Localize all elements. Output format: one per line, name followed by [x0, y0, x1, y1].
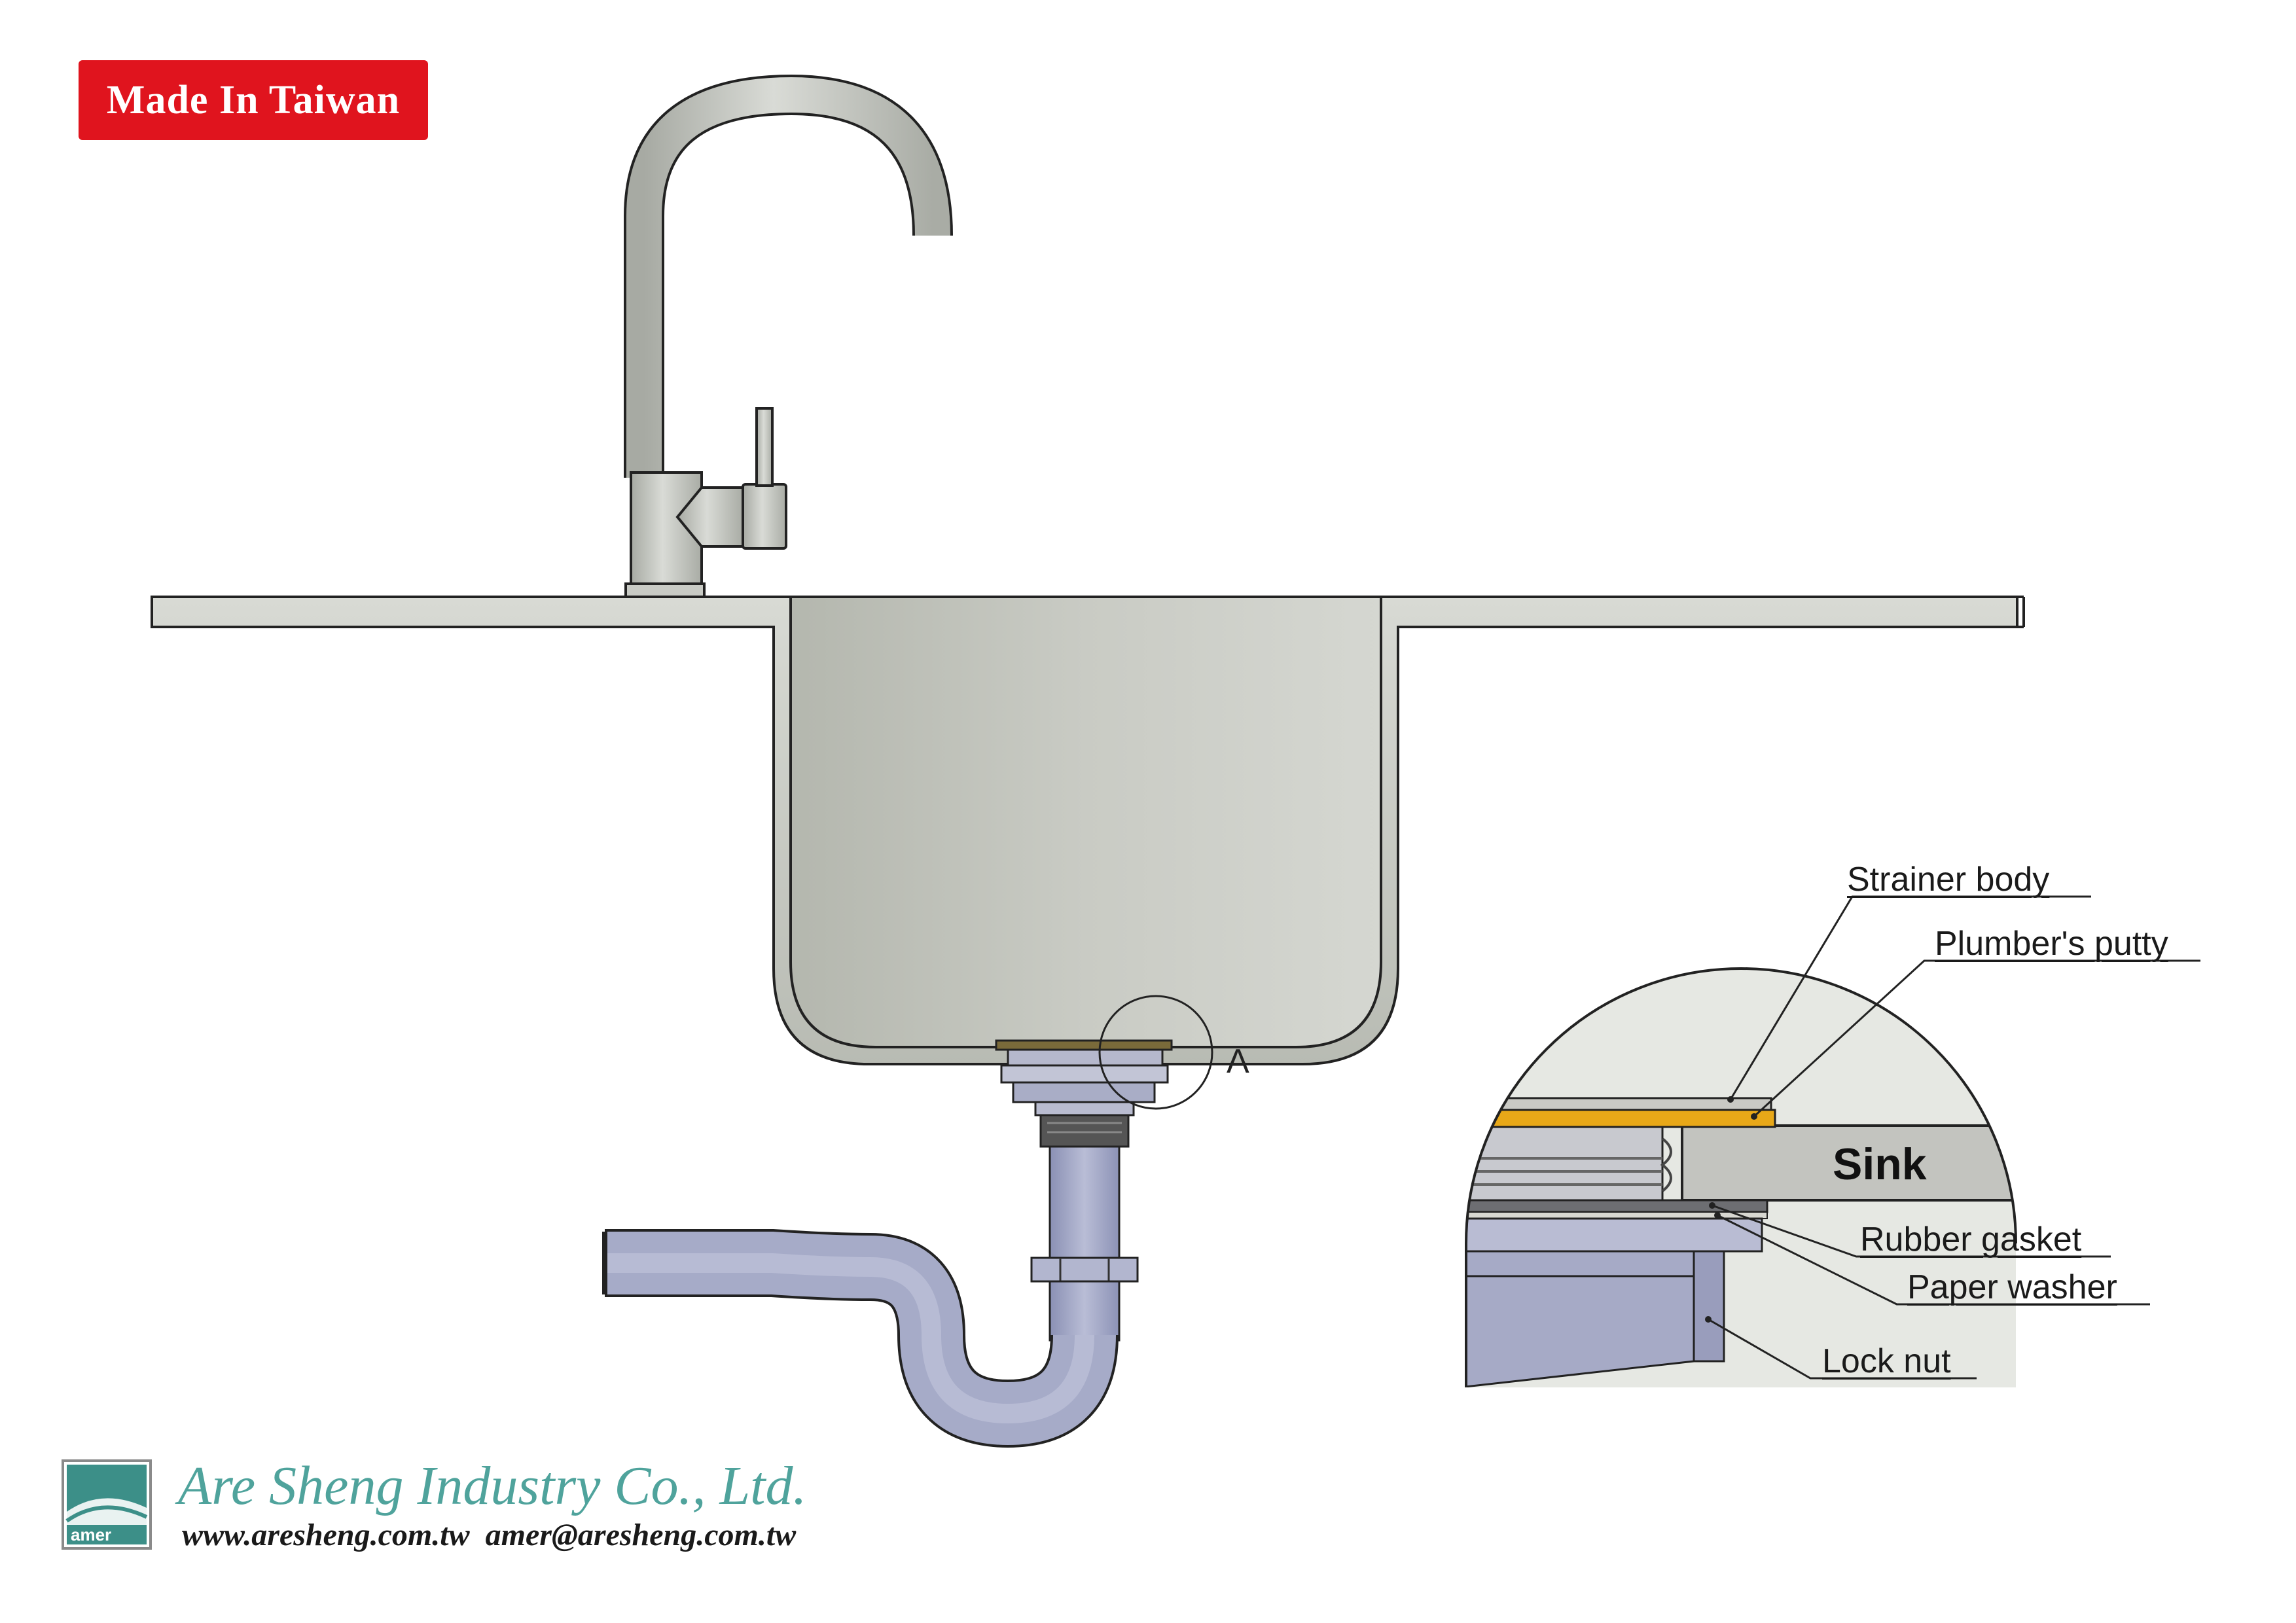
leader-paper-washer	[1717, 1214, 2150, 1306]
callout-strainer-body: Strainer body	[1847, 861, 2050, 899]
made-in-taiwan-badge: Made In Taiwan	[79, 60, 428, 140]
sink-basin	[789, 596, 1382, 1048]
website-link[interactable]: www.aresheng.com.tw	[182, 1518, 470, 1552]
p-trap-pipe	[602, 1145, 1139, 1448]
leader-plumbers-putty	[1753, 959, 2200, 1118]
faucet	[624, 74, 953, 598]
contact-line: www.aresheng.com.tw amer@aresheng.com.tw	[182, 1517, 796, 1553]
detail-circle-a	[1098, 995, 1213, 1110]
leader-strainer-body	[1729, 895, 2091, 1100]
detail-marker-label: A	[1227, 1043, 1249, 1080]
company-name: Are Sheng Industry Co., Ltd.	[178, 1455, 807, 1516]
callout-plumbers-putty: Plumber's putty	[1935, 925, 2168, 963]
callout-lock-nut: Lock nut	[1822, 1342, 1951, 1380]
logo-text: amer	[71, 1525, 112, 1544]
leader-lock-nut	[1708, 1318, 1977, 1380]
company-logo	[62, 1459, 152, 1550]
sink-label: Sink	[1833, 1139, 1927, 1189]
drain-strainer	[995, 1039, 1173, 1148]
badge-text: Made In Taiwan	[106, 77, 401, 122]
callout-rubber-gasket: Rubber gasket	[1860, 1221, 2082, 1258]
callout-paper-washer: Paper washer	[1907, 1268, 2117, 1306]
leader-rubber-gasket	[1712, 1204, 2111, 1258]
email-link[interactable]: amer@aresheng.com.tw	[485, 1518, 797, 1552]
detail-section-view	[1465, 895, 2200, 1387]
